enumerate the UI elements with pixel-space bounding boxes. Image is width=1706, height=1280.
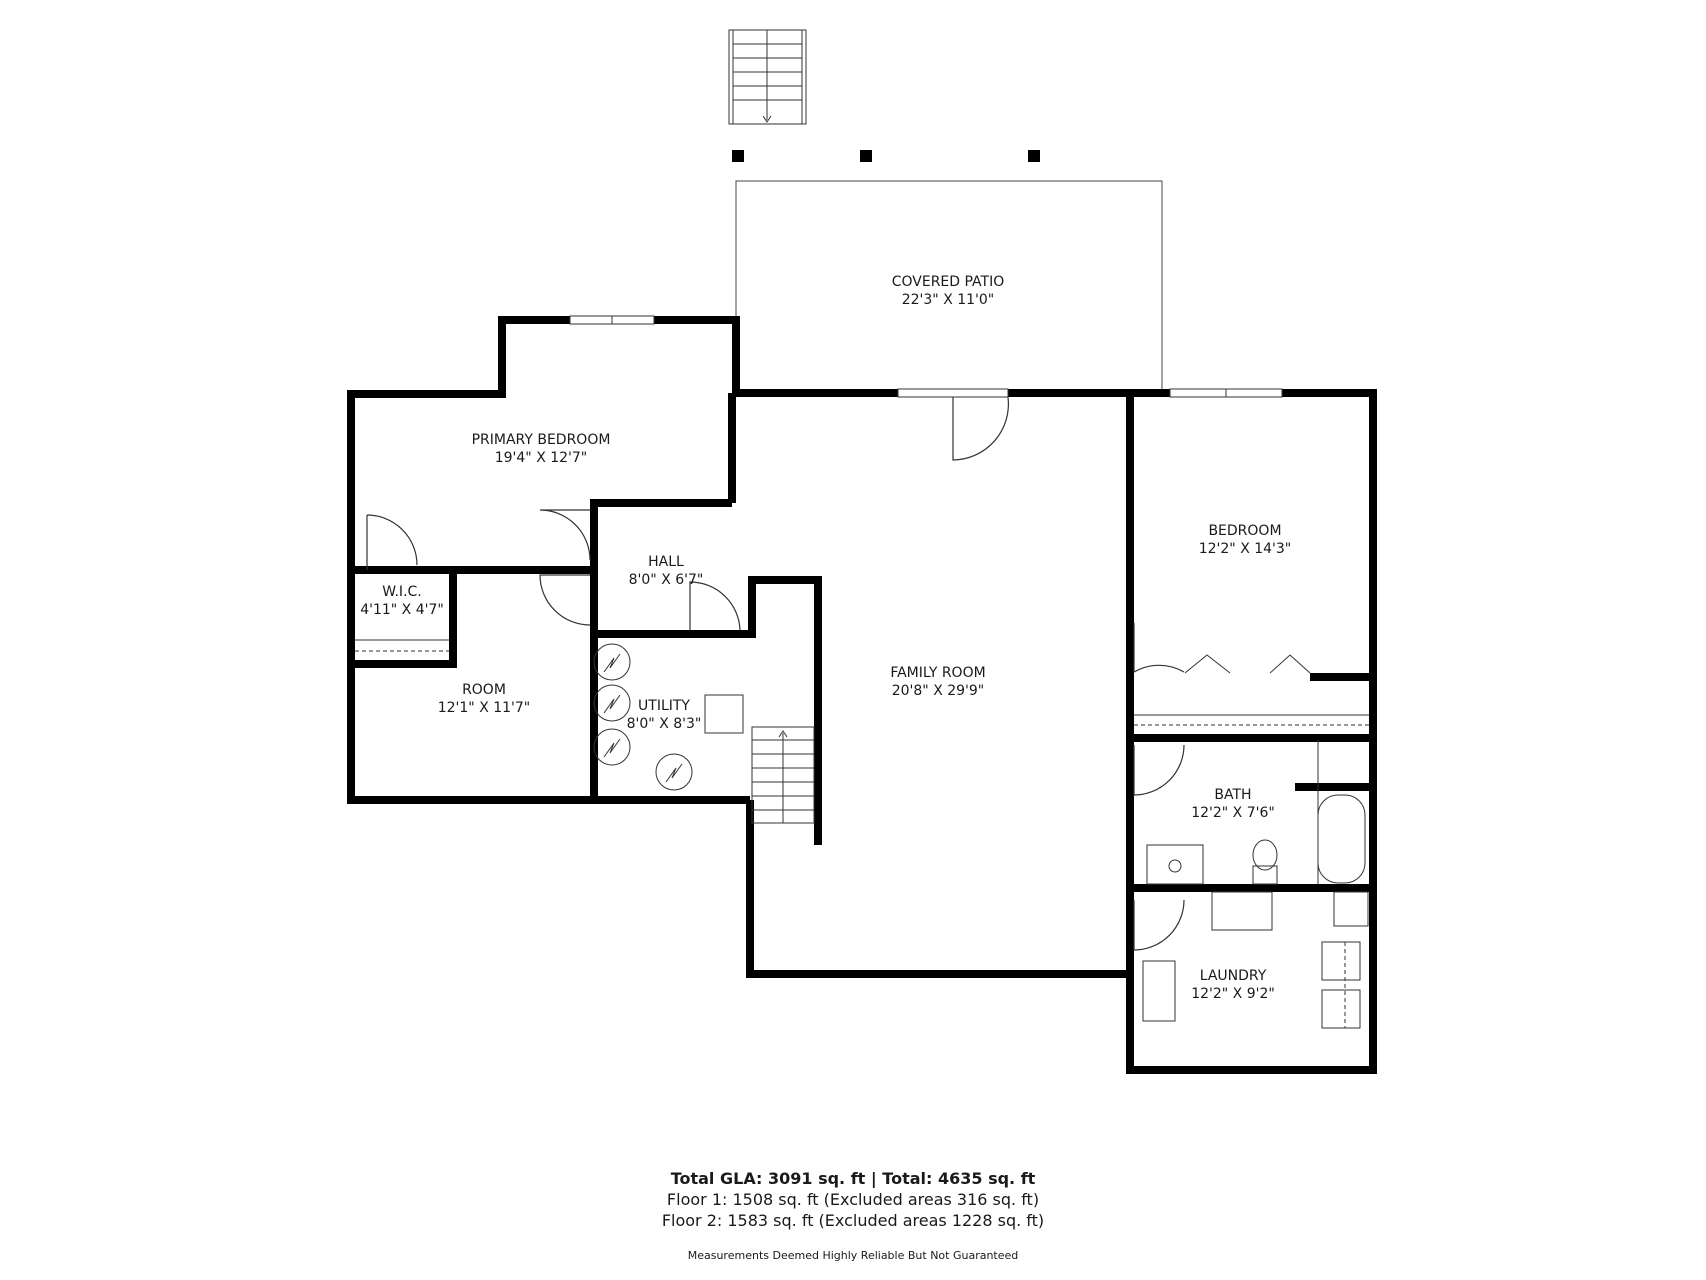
floor-2-area: Floor 2: 1583 sq. ft (Excluded areas 122… bbox=[662, 1211, 1044, 1230]
patio-posts bbox=[732, 150, 1040, 162]
laundry-dims: 12'2" X 9'2" bbox=[1191, 986, 1275, 1002]
walls bbox=[347, 316, 1377, 1074]
family-room-name: FAMILY ROOM bbox=[890, 665, 985, 681]
primary-bedroom-dims: 19'4" X 12'7" bbox=[495, 450, 588, 466]
room-dims: 12'1" X 11'7" bbox=[438, 700, 531, 716]
utility-name: UTILITY bbox=[638, 698, 690, 714]
bath-dims: 12'2" X 7'6" bbox=[1191, 805, 1275, 821]
wic-name: W.I.C. bbox=[382, 584, 422, 600]
hall-name: HALL bbox=[648, 554, 684, 570]
covered-patio-name: COVERED PATIO bbox=[892, 274, 1005, 290]
floor-1-area: Floor 1: 1508 sq. ft (Excluded areas 316… bbox=[667, 1190, 1039, 1209]
windows bbox=[569, 315, 1283, 398]
primary-bedroom-name: PRIMARY BEDROOM bbox=[472, 432, 611, 448]
room-name: ROOM bbox=[462, 682, 506, 698]
area-totals: Total GLA: 3091 sq. ft | Total: 4635 sq.… bbox=[662, 1169, 1044, 1262]
wic-dims: 4'11" X 4'7" bbox=[360, 602, 444, 618]
bedroom-dims: 12'2" X 14'3" bbox=[1199, 541, 1292, 557]
exterior-stairs bbox=[728, 29, 807, 125]
hall-dims: 8'0" X 6'7" bbox=[629, 572, 704, 588]
family-room-dims: 20'8" X 29'9" bbox=[892, 683, 985, 699]
utility-dims: 8'0" X 8'3" bbox=[627, 716, 702, 732]
room-labels: COVERED PATIO 22'3" X 11'0" PRIMARY BEDR… bbox=[360, 274, 1291, 1002]
laundry-name: LAUNDRY bbox=[1200, 968, 1267, 984]
fixtures bbox=[355, 639, 1369, 1029]
bedroom-name: BEDROOM bbox=[1208, 523, 1281, 539]
bath-name: BATH bbox=[1214, 787, 1251, 803]
covered-patio-dims: 22'3" X 11'0" bbox=[902, 292, 995, 308]
total-gla: Total GLA: 3091 sq. ft | Total: 4635 sq.… bbox=[671, 1169, 1036, 1189]
disclaimer: Measurements Deemed Highly Reliable But … bbox=[688, 1249, 1019, 1262]
doors bbox=[366, 396, 1185, 951]
